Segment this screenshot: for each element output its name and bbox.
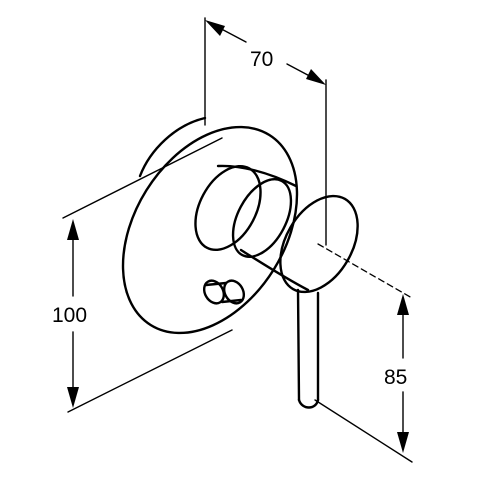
center-axis-line	[317, 243, 413, 299]
arrowhead-bottom	[67, 387, 79, 408]
arrowhead-top-right	[397, 294, 409, 315]
dimension-label-85: 85	[384, 366, 407, 389]
dimension-70: 70	[204, 17, 327, 246]
wall-plate-edge	[138, 116, 207, 178]
arrowhead-bottom-right	[397, 432, 409, 453]
dimension-100: 100	[52, 137, 233, 413]
knob-edge-top	[204, 281, 228, 287]
extension-line-bottom-right	[314, 399, 413, 463]
arrowhead-right	[306, 69, 326, 85]
handle-ring	[231, 178, 293, 258]
arrowhead-top	[67, 219, 79, 240]
lever-left-edge	[296, 288, 301, 402]
wall-plate-outer	[121, 125, 299, 335]
dimension-85: 85	[314, 294, 413, 463]
arrowhead-left	[205, 20, 225, 36]
extension-line-top	[62, 137, 223, 219]
extension-line-bottom	[67, 329, 233, 413]
dimension-label-70: 70	[250, 48, 273, 71]
lever-tip	[297, 398, 320, 409]
handle-body	[194, 164, 359, 294]
dimension-label-100: 100	[52, 304, 87, 327]
diverter-knob	[202, 279, 246, 305]
lever	[296, 288, 320, 409]
handle-bottom-edge	[239, 248, 310, 292]
knob-front	[222, 279, 246, 305]
wall-plate	[121, 116, 299, 335]
handle-top-edge	[216, 164, 298, 188]
knob-back	[202, 279, 226, 305]
